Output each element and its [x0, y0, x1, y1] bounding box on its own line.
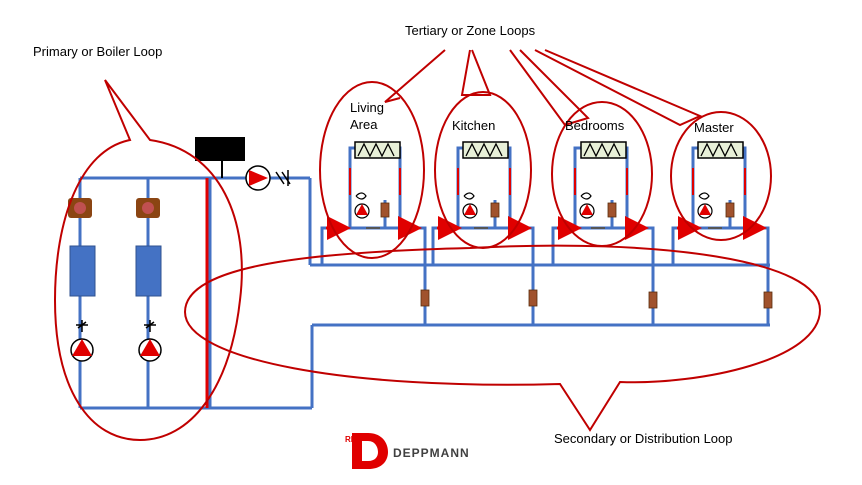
zone-living-callout	[319, 81, 425, 259]
zone-pump-icon	[462, 192, 478, 219]
zone-label-kitchen: Kitchen	[452, 118, 495, 133]
tertiary-loop-label: Tertiary or Zone Loops	[405, 23, 536, 38]
zone-label-living-line2: Area	[350, 117, 378, 132]
boiler-icon	[135, 245, 162, 297]
zone-pump-icon	[354, 192, 370, 219]
zone-bedrooms-callout	[551, 101, 653, 247]
heater-icon	[462, 141, 509, 159]
secondary-pump-icon	[245, 165, 291, 191]
boiler-pump-icon	[138, 320, 162, 362]
balancing-valve-icon	[380, 202, 735, 218]
zone-living-piping	[320, 146, 427, 267]
secondary-loop-callout	[183, 244, 822, 432]
branch-valve-icon	[420, 289, 773, 309]
zone-master-piping	[671, 146, 770, 267]
boiler-icon	[69, 245, 96, 297]
heater-icon	[354, 141, 401, 159]
zone-label-living-line1: Living	[350, 100, 384, 115]
primary-loop-label: Primary or Boiler Loop	[33, 44, 162, 59]
zone-pump-icon	[697, 192, 713, 219]
heater-icon	[580, 141, 627, 159]
zone-master-callout	[670, 111, 772, 241]
boiler-pump-icon	[70, 320, 94, 362]
flow-arrows	[326, 168, 767, 240]
boiler-valve-icon	[68, 198, 160, 218]
zone-pump-icon	[579, 192, 595, 219]
heater-icon	[697, 141, 744, 159]
logo-mark: RL	[345, 435, 356, 444]
zone-label-master: Master	[694, 120, 734, 135]
tertiary-pointers	[384, 49, 703, 127]
secondary-loop-piping	[310, 228, 770, 327]
secondary-loop-label: Secondary or Distribution Loop	[554, 431, 733, 446]
expansion-tank-icon	[195, 137, 245, 161]
zone-label-bedrooms: Bedrooms	[565, 118, 625, 133]
zone-kitchen-callout	[434, 91, 532, 249]
deppmann-logo: RL DEPPMANN	[345, 433, 470, 469]
primary-loop-piping	[78, 176, 314, 410]
logo-text: DEPPMANN	[393, 446, 470, 460]
primary-loop-callout	[53, 79, 243, 442]
